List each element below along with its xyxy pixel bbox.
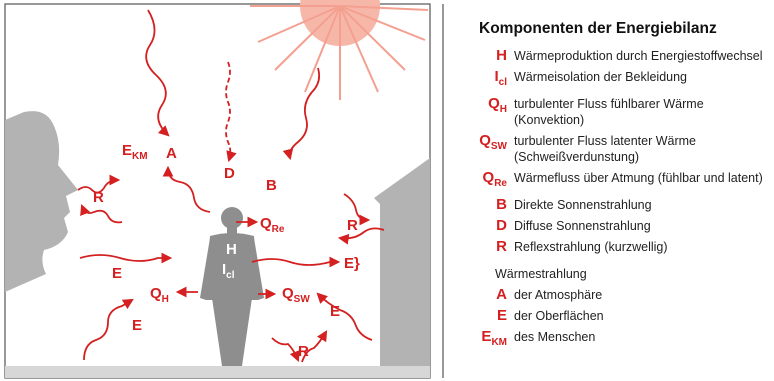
legend-symbol: E [455, 308, 514, 324]
legend-symbol-sub: H [500, 104, 507, 115]
legend-symbol-main: E [497, 307, 507, 324]
legend-symbol-main: B [496, 196, 507, 213]
legend-symbol-main: Q [479, 132, 491, 149]
label-r-bottom: R [298, 343, 309, 360]
legend-item: B Direkte Sonnenstrahlung [455, 197, 770, 213]
legend-symbol-main: H [496, 47, 507, 64]
label-d: D [224, 165, 235, 182]
legend-text: turbulenter Fluss latenter Wärme (Schwei… [514, 133, 770, 165]
legend-symbol-main: D [496, 217, 507, 234]
legend-symbol-main: Q [483, 169, 495, 186]
legend-text: Reflexstrahlung (kurzwellig) [514, 239, 668, 255]
legend-text: Wärmeisolation der Bekleidung [514, 69, 687, 85]
label-h: H [226, 241, 237, 258]
legend-symbol: QRe [455, 170, 514, 192]
label-e-right: E} [344, 255, 360, 272]
legend-text: Diffuse Sonnenstrahlung [514, 218, 651, 234]
legend-symbol: B [455, 197, 514, 213]
label-r-right: R [347, 217, 358, 234]
legend-symbol-sub: Re [494, 178, 507, 189]
label-a: A [166, 145, 177, 162]
legend-text: Wärmefluss über Atmung (fühlbar und late… [514, 170, 763, 186]
legend-symbol-main: A [496, 286, 507, 303]
legend-text: der Atmosphäre [514, 287, 602, 303]
legend-panel: Komponenten der Energiebilanz H Wärmeprod… [455, 16, 770, 356]
legend-symbol: EKM [455, 329, 514, 351]
legend-symbol: QH [455, 96, 514, 118]
legend-symbol: Icl [455, 69, 514, 91]
legend-symbol: R [455, 239, 514, 255]
label-e-leftlow: E [132, 317, 142, 334]
label-b: B [266, 177, 277, 194]
legend-title: Komponenten der Energiebilanz [479, 20, 770, 38]
legend-symbol-sub: SW [491, 141, 507, 152]
legend-symbol-main: R [496, 238, 507, 255]
legend-symbol: QSW [455, 133, 514, 155]
legend-symbol: H [455, 48, 514, 64]
legend-text: turbulenter Fluss fühlbarer Wärme (Konve… [514, 96, 770, 128]
legend-symbol-main: Q [488, 95, 500, 112]
legend-item: H Wärmeproduktion durch Energiestoffwechs… [455, 48, 770, 64]
legend-symbol: D [455, 218, 514, 234]
label-e-rightlow: E [330, 303, 340, 320]
label-e-left: E [112, 265, 122, 282]
ground [5, 366, 430, 378]
legend-text: Wärmeproduktion durch Energiestoffwechse… [514, 48, 763, 64]
legend-item: D Diffuse Sonnenstrahlung [455, 218, 770, 234]
legend-item: R Reflexstrahlung (kurzwellig) [455, 239, 770, 255]
legend-symbol-sub: KM [491, 337, 507, 348]
legend-text: des Menschen [514, 329, 595, 345]
legend-symbol: A [455, 287, 514, 303]
legend-symbol-sub: cl [499, 77, 507, 88]
label-r-left: R [93, 189, 104, 206]
legend-text: der Oberflächen [514, 308, 604, 324]
legend-symbol-main: E [481, 328, 491, 345]
legend-list: H Wärmeproduktion durch Energiestoffwechs… [455, 48, 770, 255]
legend-section-title: Wärmestrahlung [495, 267, 770, 281]
legend-text: Direkte Sonnenstrahlung [514, 197, 652, 213]
